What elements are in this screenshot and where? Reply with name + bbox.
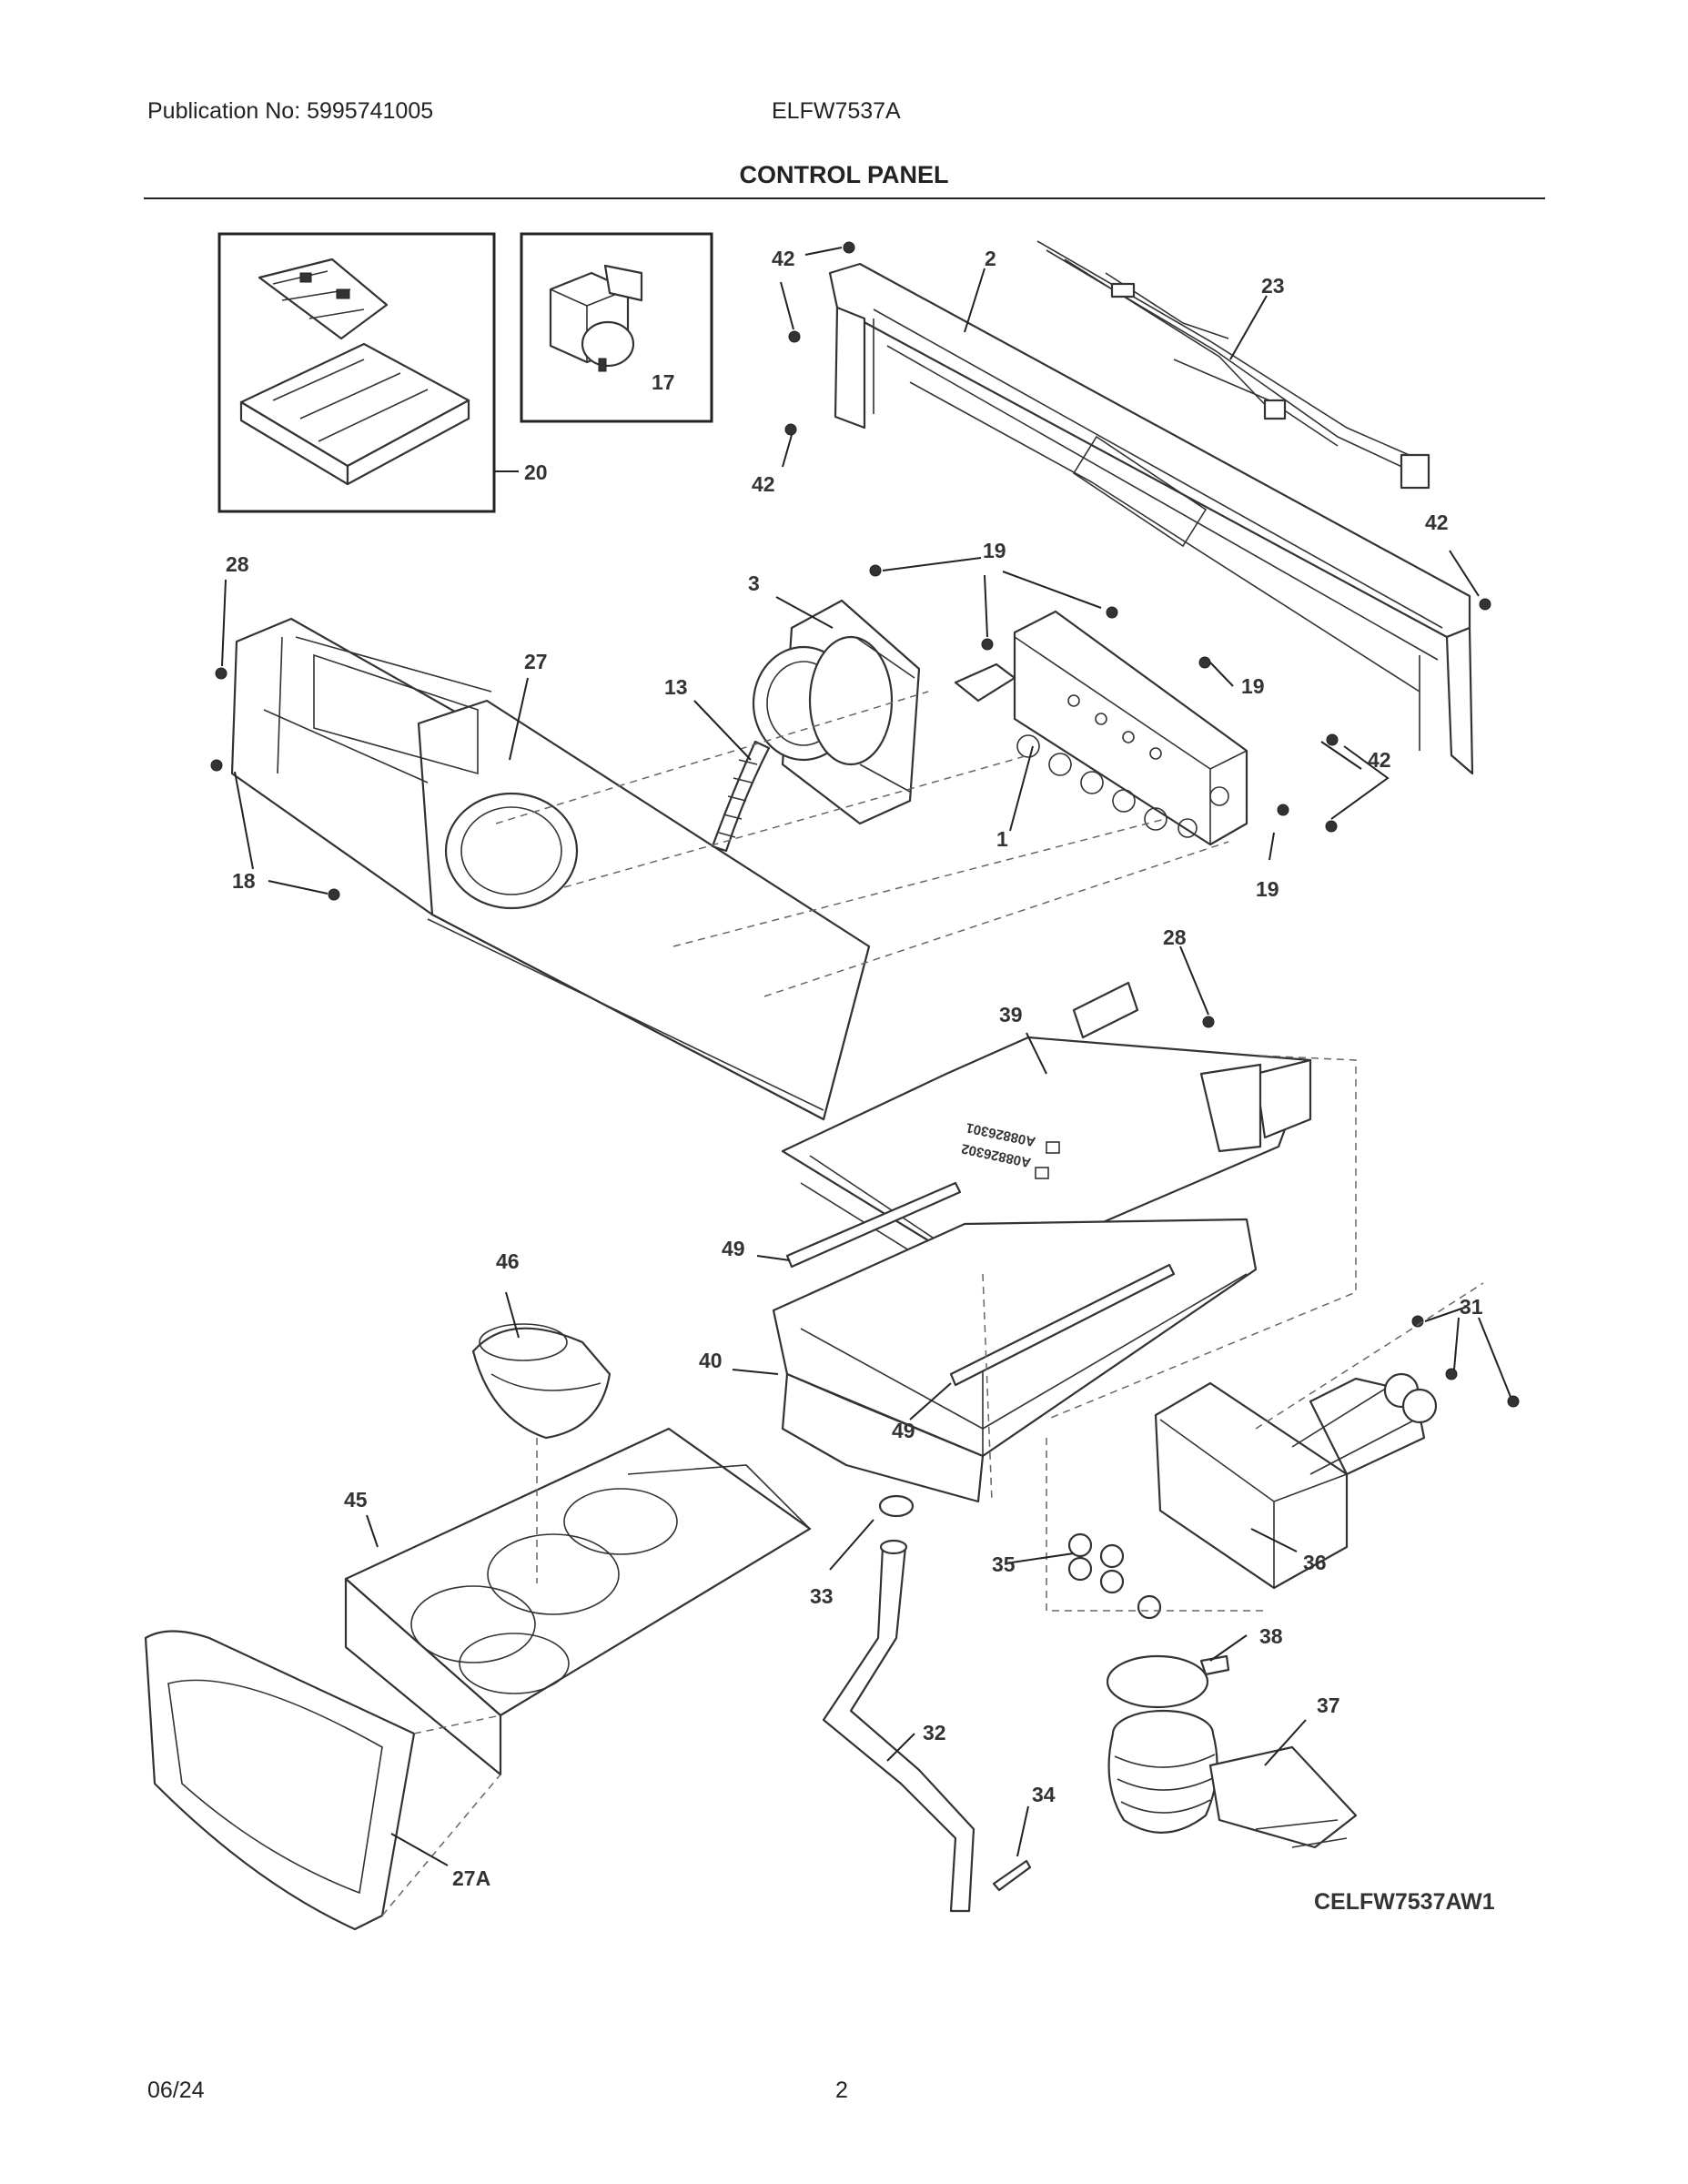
label-18: 18 <box>232 869 256 893</box>
dispenser-drawer <box>344 1427 812 1776</box>
label-45: 45 <box>344 1488 368 1512</box>
label-13: 13 <box>664 675 688 699</box>
label-42a: 42 <box>772 247 795 270</box>
dispenser-seal-top <box>785 1181 962 1269</box>
label-19c: 19 <box>1256 877 1279 901</box>
bellows <box>1107 1709 1358 1849</box>
drawer-front <box>144 1630 416 1931</box>
inset-box-board <box>217 232 496 513</box>
hose-clamp-large <box>1106 1654 1230 1709</box>
drain-hose <box>822 1539 975 1913</box>
inset-box-pressure-switch <box>520 232 713 423</box>
label-28a: 28 <box>226 552 249 576</box>
title-rule <box>144 197 1545 199</box>
label-17: 17 <box>652 370 675 394</box>
footer-date: 06/24 <box>147 2078 205 2103</box>
diagram-code: CELFW7537AW1 <box>1314 1889 1495 1915</box>
label-32: 32 <box>923 1721 946 1744</box>
label-19a: 19 <box>983 539 1006 562</box>
section-title: CONTROL PANEL <box>739 161 949 188</box>
wire-harness <box>1036 240 1430 490</box>
knob-ring <box>711 740 771 853</box>
hose-clip <box>992 1859 1032 1892</box>
label-31: 31 <box>1460 1295 1483 1319</box>
dispenser-housing <box>772 1063 1262 1503</box>
label-37: 37 <box>1317 1694 1340 1717</box>
label-40: 40 <box>699 1349 723 1372</box>
publication-number: Publication No: 5995741005 <box>147 98 434 124</box>
label-27: 27 <box>524 650 548 673</box>
screws <box>210 241 1520 1408</box>
water-inlet-valve <box>1154 1372 1438 1590</box>
label-34: 34 <box>1032 1783 1056 1806</box>
page-number: 2 <box>835 2078 848 2103</box>
label-35: 35 <box>992 1552 1016 1576</box>
label-38: 38 <box>1259 1624 1283 1648</box>
control-panel-frame <box>828 262 1474 775</box>
control-board-housing <box>239 342 470 486</box>
label-19b: 19 <box>1241 674 1265 698</box>
assembly-lines <box>381 691 1484 1916</box>
label-3: 3 <box>748 571 760 595</box>
label-28b: 28 <box>1163 925 1187 949</box>
flow-restrictors <box>1067 1532 1162 1620</box>
selector-knob-assembly <box>752 599 921 825</box>
label-49b: 49 <box>892 1419 915 1442</box>
leader-lines <box>221 247 1511 1866</box>
dispenser-top-cover: A08826301 A08826302 <box>781 981 1312 1289</box>
label-23: 23 <box>1261 274 1285 298</box>
control-board-pcb <box>258 258 389 340</box>
label-39: 39 <box>999 1003 1023 1026</box>
label-20: 20 <box>524 460 548 484</box>
softener-cup <box>471 1323 612 1440</box>
model-number: ELFW7537A <box>772 98 901 124</box>
hose-clamp <box>878 1494 915 1518</box>
label-49a: 49 <box>722 1237 745 1260</box>
label-42d: 42 <box>1368 748 1391 772</box>
label-1: 1 <box>996 827 1008 851</box>
console-bezel <box>230 617 871 1121</box>
label-46: 46 <box>496 1249 520 1273</box>
label-42b: 42 <box>752 472 775 496</box>
dispenser-seal-bottom <box>949 1263 1176 1387</box>
label-33: 33 <box>810 1584 834 1608</box>
label-42c: 42 <box>1425 511 1449 534</box>
label-27A: 27A <box>452 1866 490 1890</box>
label-2: 2 <box>985 247 996 270</box>
label-36: 36 <box>1303 1551 1327 1574</box>
part-labels: 42 2 23 17 20 42 42 28 19 3 27 13 19 42 … <box>226 247 1483 1890</box>
user-interface-board <box>954 610 1248 846</box>
